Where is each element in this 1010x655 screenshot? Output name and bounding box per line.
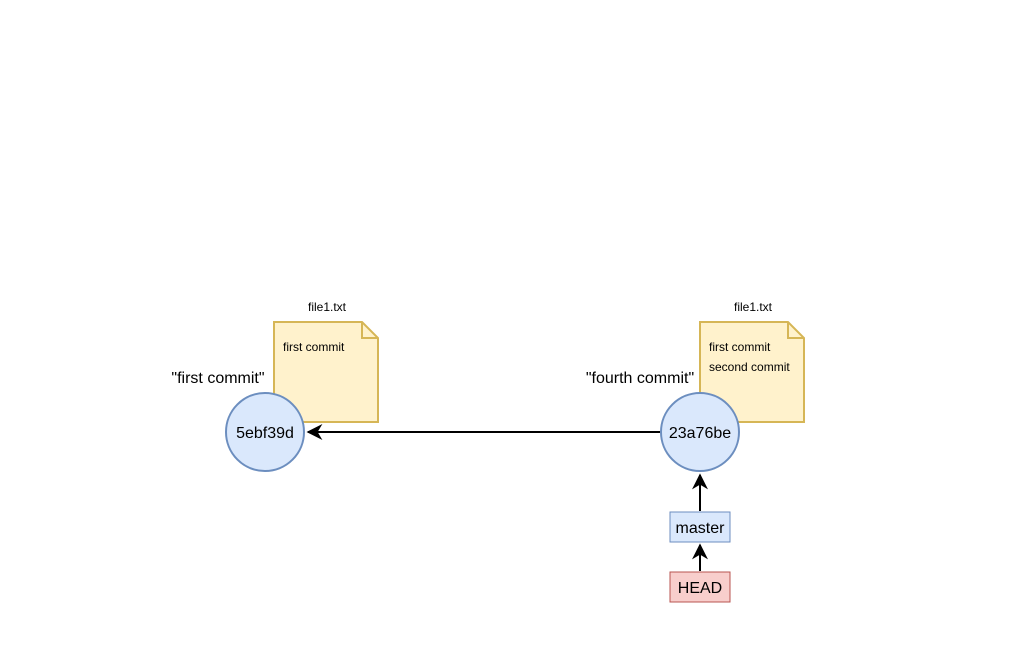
file-note-2-fold bbox=[787, 322, 804, 339]
file-note-2-filename: file1.txt bbox=[734, 300, 773, 314]
head-pointer[interactable]: HEAD bbox=[669, 571, 731, 603]
branch-master-box bbox=[669, 511, 731, 543]
commit-node-2-hash: 23a76be bbox=[669, 425, 731, 442]
head-pointer-label: HEAD bbox=[678, 580, 722, 597]
branch-master[interactable]: master bbox=[669, 511, 731, 543]
file-note-2-line-1: first commit bbox=[709, 340, 771, 354]
file-note-1-line-1: first commit bbox=[283, 340, 345, 354]
commit-node-1-hash: 5ebf39d bbox=[236, 425, 294, 442]
commit-node-2-circle bbox=[660, 392, 740, 472]
commit-node-2[interactable]: 23a76be bbox=[660, 392, 740, 472]
commit-node-1[interactable]: 5ebf39d bbox=[225, 392, 305, 472]
file-note-1-filename: file1.txt bbox=[308, 300, 347, 314]
file-note-2-line-2: second commit bbox=[709, 360, 790, 374]
branch-master-label: master bbox=[676, 520, 726, 537]
file-note-1-fold bbox=[361, 322, 378, 339]
head-pointer-box bbox=[669, 571, 731, 603]
commit-1-message: "first commit" bbox=[171, 370, 264, 387]
commit-2-message: "fourth commit" bbox=[586, 370, 694, 387]
commit-node-1-circle bbox=[225, 392, 305, 472]
